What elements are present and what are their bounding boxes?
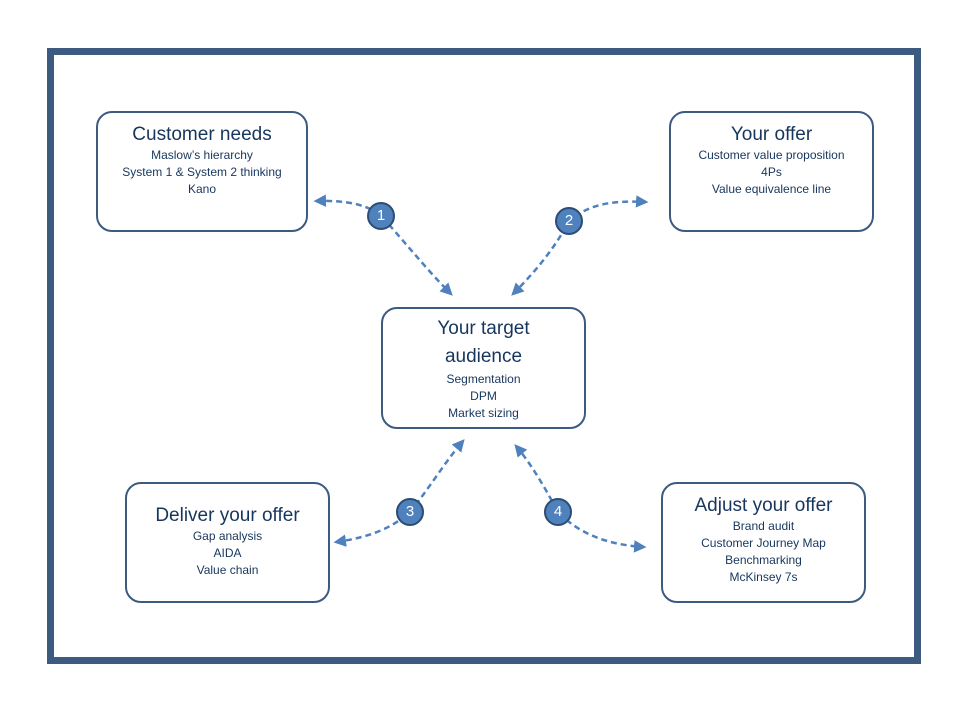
node-item: Gap analysis [192,529,263,543]
node-title-line1: Your target [437,318,530,339]
node-item: McKinsey 7s [729,570,798,584]
node-item: Customer value proposition [698,148,845,162]
node-adjust-offer: Adjust your offer Brand audit Customer J… [661,482,866,603]
node-title: Adjust your offer [694,495,833,516]
step-badge-3: 3 [396,498,424,526]
node-item: AIDA [213,546,242,560]
node-your-offer: Your offer Customer value proposition 4P… [669,111,874,232]
arrow-4 [514,444,647,553]
node-item: Market sizing [448,406,519,420]
node-item: Value equivalence line [711,182,832,196]
node-customer-needs: Customer needs Maslow’s hierarchy System… [96,111,308,232]
node-item: Kano [187,182,217,196]
node-item: Brand audit [732,519,795,533]
node-item: System 1 & System 2 thinking [122,165,282,179]
node-item: Customer Journey Map [701,536,826,550]
step-badge-2: 2 [555,207,583,235]
step-badge-1: 1 [367,202,395,230]
node-title: Deliver your offer [155,505,300,526]
node-item: Segmentation [446,372,521,386]
node-item: 4Ps [761,165,782,179]
node-item: DPM [470,389,497,403]
node-title: Your offer [730,124,813,145]
arrow-3 [333,439,465,547]
node-deliver-offer: Deliver your offer Gap analysis AIDA Val… [125,482,330,603]
node-target-audience: Your target audience Segmentation DPM Ma… [381,307,586,429]
node-item: Value chain [196,563,259,577]
node-title-line2: audience [444,346,523,367]
node-title: Customer needs [132,124,272,145]
arrow-1 [313,194,453,296]
step-badge-4: 4 [544,498,572,526]
node-item: Maslow’s hierarchy [151,148,253,162]
node-item: Benchmarking [725,553,802,567]
